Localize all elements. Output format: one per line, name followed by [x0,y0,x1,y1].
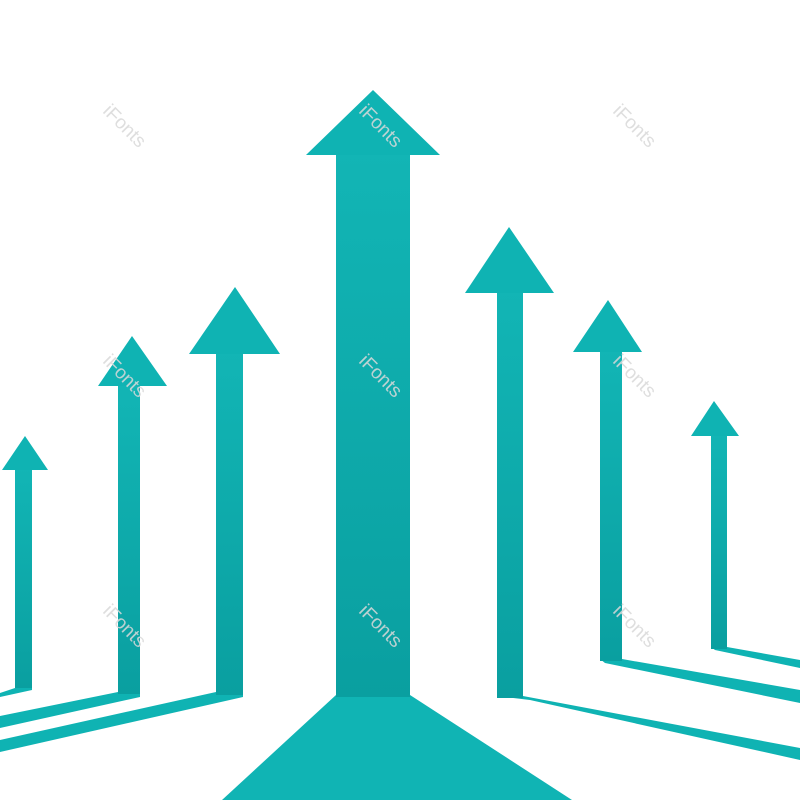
arrow-right-1-icon [465,227,800,760]
watermark-text: iFonts [608,101,659,152]
watermark-text: iFonts [98,101,149,152]
arrow-far-right-icon [691,401,800,668]
arrow-left-2-icon [0,336,167,728]
arrow-far-left-icon [0,436,48,697]
arrow-right-2-icon [573,300,800,703]
arrow-center-icon [222,90,572,800]
arrow-left-3-icon [0,287,280,752]
